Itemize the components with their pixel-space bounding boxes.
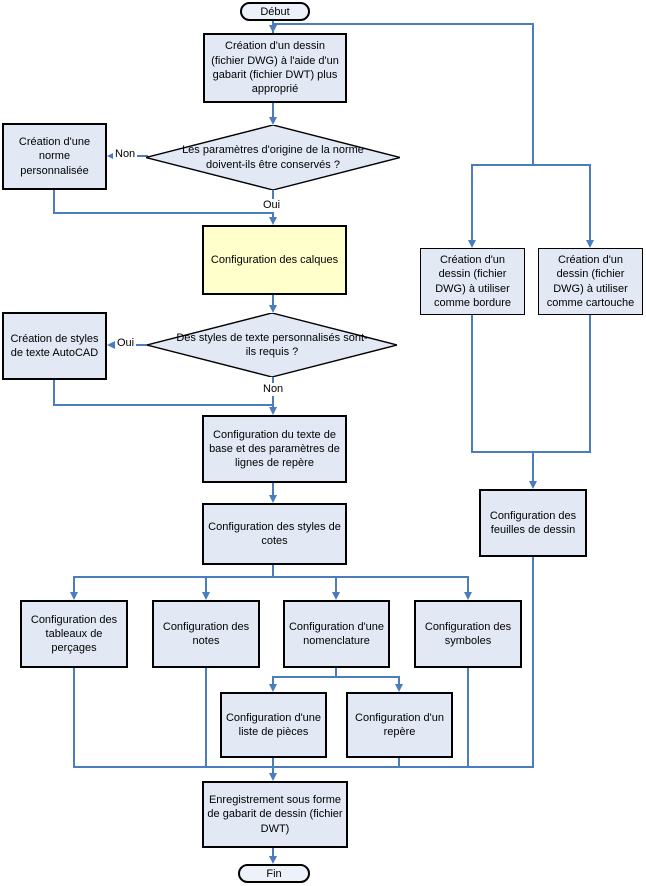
arrowhead-icon xyxy=(332,592,340,600)
connector xyxy=(467,576,469,593)
arrowhead-icon xyxy=(269,217,277,225)
arrowhead-icon xyxy=(529,481,537,489)
arrowhead-icon xyxy=(202,592,210,600)
connector xyxy=(272,676,400,678)
connector xyxy=(272,565,274,578)
connector xyxy=(398,758,400,768)
connector xyxy=(53,380,55,406)
diamond-shape xyxy=(146,125,400,190)
node-configure-nomenclature: Configuration d'une nomenclature xyxy=(283,600,390,668)
connector xyxy=(471,164,591,166)
node-configure-notes: Configuration des notes xyxy=(152,600,260,668)
node-configure-dim-styles: Configuration des styles de cotes xyxy=(202,503,347,565)
arrowhead-icon xyxy=(269,25,277,33)
decision-text-styles-diamond: Des styles de texte personnalisés sont-i… xyxy=(147,313,397,377)
arrowhead-icon xyxy=(269,856,277,864)
node-configure-sheets: Configuration des feuilles de dessin xyxy=(479,489,587,557)
connector xyxy=(272,23,534,25)
arrowhead-icon xyxy=(586,240,594,248)
connector xyxy=(73,576,469,578)
node-save-template: Enregistrement sous forme de gabarit de … xyxy=(202,781,348,848)
edge-label-non: Non xyxy=(261,383,286,397)
node-configure-symbols: Configuration des symboles xyxy=(414,600,522,668)
connector xyxy=(73,668,75,768)
connector xyxy=(272,103,274,119)
connector xyxy=(532,451,534,482)
arrowhead-icon xyxy=(269,773,277,781)
arrowhead-icon xyxy=(269,117,277,125)
node-create-drawing: Création d'un dessin (fichier DWG) à l'a… xyxy=(203,33,347,103)
arrowhead-icon xyxy=(468,240,476,248)
connector xyxy=(272,295,274,308)
connector xyxy=(272,676,274,685)
connector xyxy=(272,483,274,496)
connector xyxy=(471,164,473,242)
arrowhead-icon xyxy=(107,341,115,349)
edge-label-non: Non xyxy=(113,148,138,162)
connector xyxy=(532,23,534,165)
connector xyxy=(73,766,534,768)
connector xyxy=(205,668,207,768)
arrowhead-icon xyxy=(269,684,277,692)
connector xyxy=(205,576,207,593)
connector xyxy=(398,676,400,685)
arrowhead-icon xyxy=(464,592,472,600)
connector xyxy=(73,576,75,593)
arrowhead-icon xyxy=(269,495,277,503)
arrowhead-icon xyxy=(269,305,277,313)
decision-norm-text: Les paramètres d'origine de la norme doi… xyxy=(182,144,364,171)
connector xyxy=(471,451,591,453)
connector xyxy=(272,848,274,858)
end-terminator: Fin xyxy=(238,864,310,883)
edge-label-oui: Oui xyxy=(261,199,283,213)
diamond-shape xyxy=(147,313,397,377)
node-create-custom-norm: Création d'une norme personnalisée xyxy=(2,123,107,190)
node-create-border-dwg: Création d'un dessin (fichier DWG) à uti… xyxy=(420,248,525,315)
connector xyxy=(467,668,469,768)
node-configure-layers: Configuration des calques xyxy=(202,225,347,295)
connector xyxy=(53,190,55,214)
connector xyxy=(532,557,534,768)
node-configure-repere: Configuration d'un repère xyxy=(346,692,453,758)
start-terminator: Début xyxy=(240,2,310,21)
connector xyxy=(471,315,473,453)
decision-norm-diamond: Les paramètres d'origine de la norme doi… xyxy=(146,125,400,190)
node-create-titleblock-dwg: Création d'un dessin (fichier DWG) à uti… xyxy=(538,248,643,315)
connector xyxy=(53,212,274,214)
arrowhead-icon xyxy=(107,152,115,160)
arrowhead-icon xyxy=(70,592,78,600)
connector xyxy=(272,758,274,775)
node-configure-hole-tables: Configuration des tableaux de perçages xyxy=(20,600,128,668)
decision-text-styles-text: Des styles de texte personnalisés sont-i… xyxy=(176,331,368,358)
arrowhead-icon xyxy=(269,407,277,415)
connector xyxy=(53,404,274,406)
connector xyxy=(335,668,337,678)
connector xyxy=(589,164,591,242)
edge-label-oui: Oui xyxy=(115,337,137,351)
connector xyxy=(335,576,337,593)
node-configure-base-text: Configuration du texte de base et des pa… xyxy=(202,415,347,483)
node-create-text-styles: Création de styles de texte AutoCAD xyxy=(2,312,107,380)
connector xyxy=(589,315,591,453)
arrowhead-icon xyxy=(395,684,403,692)
node-configure-parts-list: Configuration d'une liste de pièces xyxy=(220,692,327,758)
